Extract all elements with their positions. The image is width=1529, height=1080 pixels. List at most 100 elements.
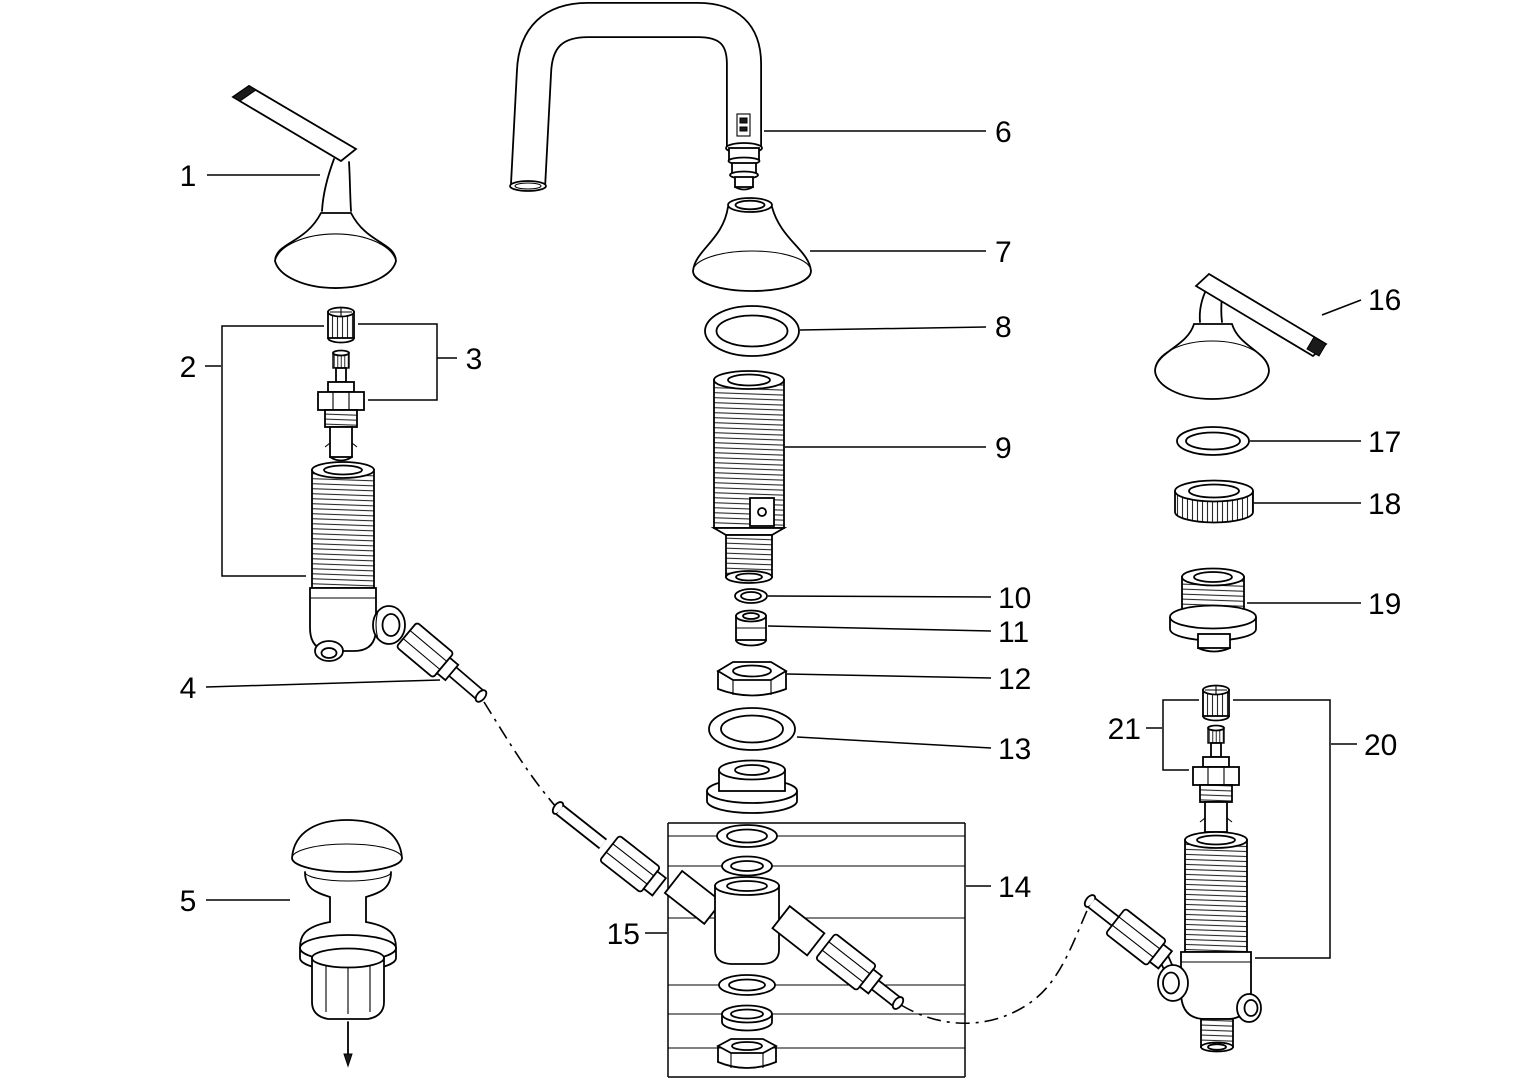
callout-5: 5 (180, 885, 290, 918)
leader-line-16 (1321, 299, 1362, 316)
washer (716, 824, 778, 848)
part-1-lever-handle (231, 84, 397, 289)
leader-line-13 (796, 736, 992, 749)
callout-20: 20 (1331, 729, 1397, 762)
leader-line-4 (205, 679, 441, 688)
part-18-knurled-ring (1174, 479, 1254, 524)
flanged-bushing (706, 759, 798, 814)
part-5-drain-popup (291, 819, 403, 1068)
part-label-4: 4 (180, 672, 197, 705)
part-2-threaded-body (311, 461, 375, 597)
leader-line-12 (786, 673, 992, 679)
spout-marking (736, 113, 751, 137)
spout-tenon (727, 147, 761, 191)
part-4-hose-connection (396, 622, 558, 809)
part-label-7: 7 (995, 236, 1012, 269)
left-valve-body (309, 587, 406, 662)
part-label-14: 14 (998, 871, 1031, 904)
part-8-oring (704, 305, 800, 357)
part-label-5: 5 (180, 885, 197, 918)
part-label-16: 16 (1368, 284, 1401, 317)
part-label-9: 9 (995, 432, 1012, 465)
callout-15: 15 (607, 918, 667, 951)
part-21-handle-screw (1202, 684, 1230, 722)
part-6-spout (509, 2, 763, 192)
flex-hose-dashed (483, 701, 558, 809)
washer (718, 974, 776, 996)
side-port (1157, 964, 1189, 1002)
callout-18: 18 (1254, 488, 1401, 521)
callout-12: 12 (786, 663, 1031, 696)
side-port (372, 605, 406, 645)
bracket-2 (221, 325, 324, 577)
group-box-14-15 (667, 822, 966, 1078)
leader-line-10 (767, 595, 992, 598)
callout-8: 8 (799, 311, 1012, 344)
part-20-threaded-body (1184, 831, 1248, 959)
callout-11: 11 (767, 616, 1029, 649)
part-label-15: 15 (607, 918, 640, 951)
part-label-18: 18 (1368, 488, 1401, 521)
part-7-escutcheon (692, 197, 812, 292)
hose-nut (1105, 908, 1174, 970)
callout-1: 1 (180, 160, 320, 193)
leader-line-8 (799, 326, 987, 331)
handle-tip-mark (232, 85, 257, 102)
right-valve-body (1157, 951, 1262, 1053)
part-label-21: 21 (1108, 713, 1141, 746)
callout-13: 13 (796, 733, 1031, 766)
bracket-20 (1233, 699, 1331, 959)
part-label-11: 11 (998, 616, 1029, 649)
part-2-cartridge (317, 349, 365, 462)
part-label-17: 17 (1368, 426, 1401, 459)
part-16-lever-handle (1154, 272, 1328, 400)
hose-nut (815, 933, 884, 995)
part-12-hex-nut (716, 661, 788, 697)
part-label-3: 3 (466, 343, 483, 376)
callout-14: 14 (966, 871, 1031, 904)
part-label-13: 13 (998, 733, 1031, 766)
spacer-ring (721, 1004, 773, 1024)
part-15-tee-assembly (714, 824, 905, 1069)
part-label-6: 6 (995, 116, 1012, 149)
part-3-handle-screw (327, 306, 355, 344)
bracket-3 (358, 323, 438, 401)
callout-17: 17 (1250, 426, 1401, 459)
callout-2: 2 (180, 351, 221, 384)
callout-19: 19 (1247, 588, 1401, 621)
part-label-10: 10 (998, 582, 1031, 615)
callout-7: 7 (810, 236, 1012, 269)
shank-notch (749, 497, 775, 527)
part-11-insert (735, 609, 767, 647)
flex-hose-left (551, 801, 723, 926)
drain-cap (291, 819, 403, 873)
part-19-flanged-bushing (1169, 567, 1257, 653)
part-label-12: 12 (998, 663, 1031, 696)
callout-6: 6 (764, 116, 1012, 149)
part-10-oring-small (734, 588, 768, 604)
callout-16: 16 (1321, 284, 1401, 317)
bracket-21 (1162, 699, 1199, 771)
callout-4: 4 (180, 672, 441, 705)
hose-nut (599, 835, 668, 897)
tee-body (714, 885, 780, 965)
hose-nut (396, 622, 460, 682)
part-label-1: 1 (180, 160, 197, 193)
oring (721, 855, 773, 877)
part-label-8: 8 (995, 311, 1012, 344)
part-label-19: 19 (1368, 588, 1401, 621)
part-13-washer (708, 707, 796, 751)
leader-line-11 (767, 625, 992, 632)
callout-10: 10 (767, 582, 1031, 615)
hex-nut-bottom (716, 1038, 778, 1069)
part-label-20: 20 (1364, 729, 1397, 762)
part-17-oring (1176, 426, 1250, 456)
part-9-threaded-shank (710, 370, 788, 584)
part-21-cartridge (1192, 724, 1240, 837)
callout-3: 3 (437, 343, 482, 376)
part-label-2: 2 (180, 351, 197, 384)
callout-21: 21 (1108, 713, 1162, 746)
callout-9: 9 (785, 432, 1012, 465)
